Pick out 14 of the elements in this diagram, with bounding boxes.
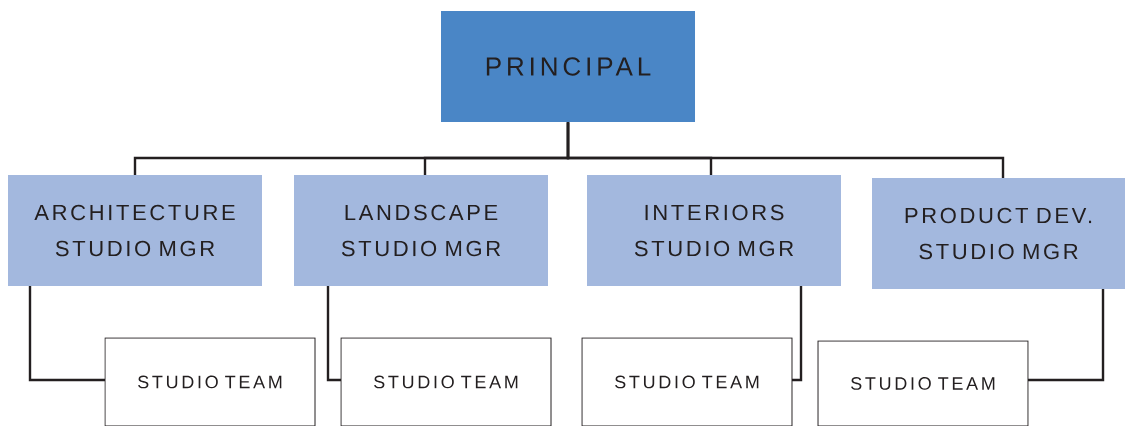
connector-line <box>326 286 341 382</box>
manager-box: PRODUCT DEV. STUDIO MGR <box>872 178 1125 289</box>
team-box: STUDIO TEAM <box>581 337 793 426</box>
connector-line <box>792 286 803 382</box>
manager-box: LANDSCAPE STUDIO MGR <box>294 175 548 286</box>
team-box: STUDIO TEAM <box>817 340 1029 426</box>
manager-box: INTERIORS STUDIO MGR <box>587 175 841 286</box>
connector-line <box>28 286 105 382</box>
team-box: STUDIO TEAM <box>104 337 316 426</box>
principal-box: PRINCIPAL <box>441 11 695 122</box>
connector-line <box>1028 289 1105 382</box>
connector-line <box>566 122 1005 178</box>
team-box: STUDIO TEAM <box>340 337 552 426</box>
manager-box: ARCHITECTURE STUDIO MGR <box>8 175 262 286</box>
